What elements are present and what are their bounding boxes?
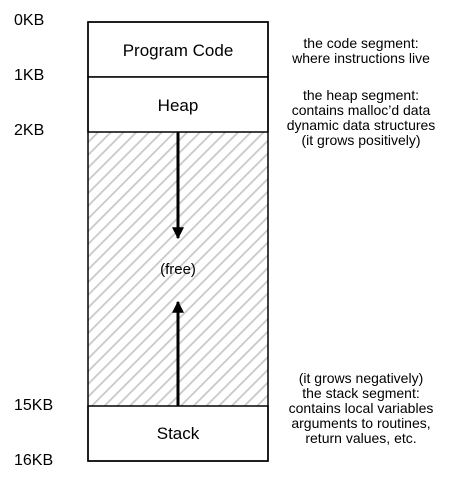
note-line: where instructions live: [292, 50, 430, 66]
note-line: contains local variables: [288, 400, 434, 416]
code-segment: [87, 21, 269, 78]
note-line: dynamic data structures: [286, 117, 436, 133]
code-segment-label: Program Code: [123, 41, 234, 60]
stack-segment-note: (it grows negatively) the stack segment:…: [268, 371, 454, 446]
heap-segment-note: the heap segment: contains malloc’d data…: [268, 88, 454, 148]
note-line: (it grows positively): [301, 132, 421, 148]
heap-segment-label: Heap: [158, 96, 199, 115]
address-1kb: 1KB: [14, 67, 45, 84]
note-line: (it grows negatively): [298, 370, 424, 386]
note-line: arguments to routines,: [291, 415, 431, 431]
heap-segment: [87, 76, 269, 133]
note-line: the code segment:: [303, 35, 419, 51]
note-line: the stack segment:: [302, 385, 420, 401]
note-line: return values, etc.: [305, 430, 417, 446]
stack-segment-label: Stack: [157, 424, 200, 443]
note-line: the heap segment:: [303, 87, 419, 103]
address-15kb: 15KB: [14, 397, 54, 414]
address-space-outline: [87, 21, 269, 462]
address-2kb: 2KB: [14, 122, 45, 139]
address-16kb: 16KB: [14, 452, 54, 469]
code-segment-note: the code segment: where instructions liv…: [268, 36, 454, 66]
address-0kb: 0KB: [14, 12, 45, 29]
note-line: contains malloc’d data: [291, 102, 431, 118]
free-region-label: (free): [160, 261, 196, 278]
